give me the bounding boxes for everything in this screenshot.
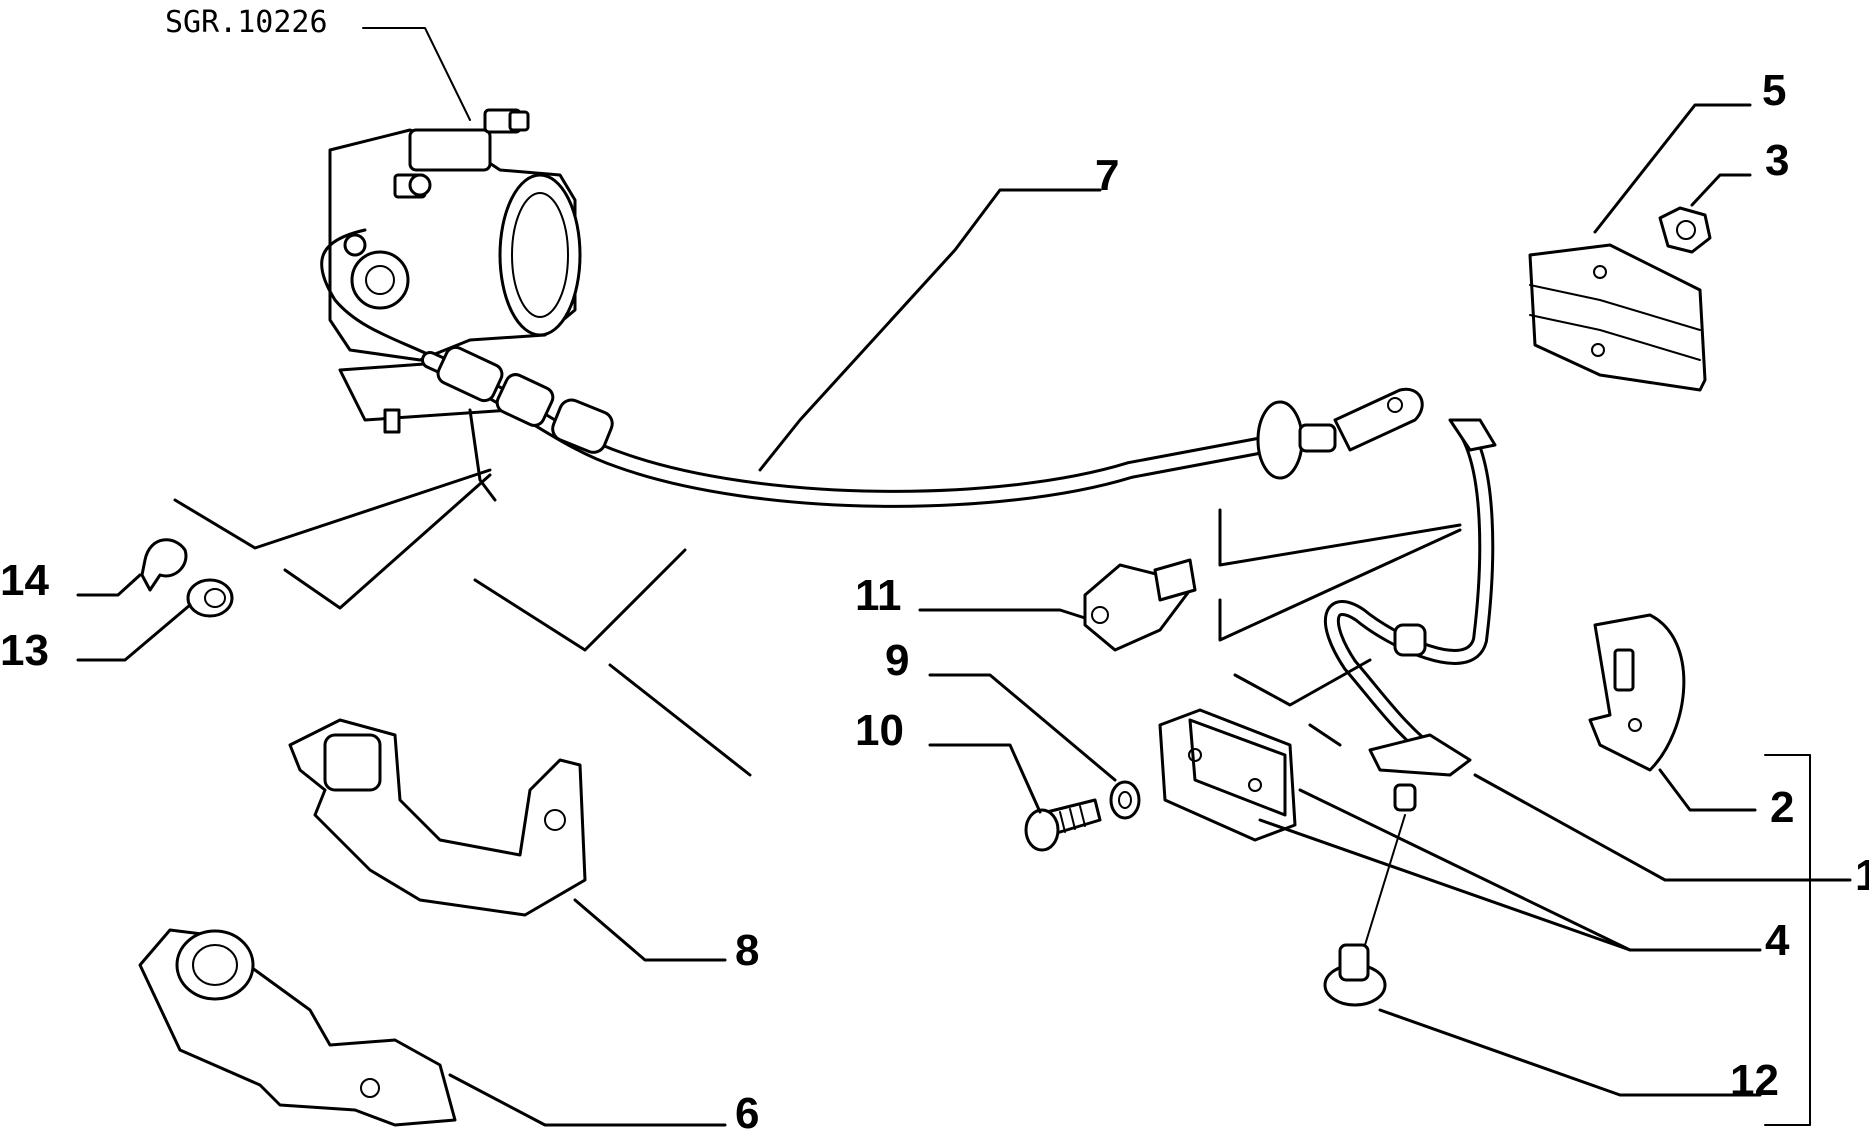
callout-5: 5	[1762, 66, 1786, 115]
callout-9: 9	[885, 636, 909, 685]
bushing-13	[186, 578, 234, 618]
callout-4: 4	[1765, 916, 1790, 965]
leader-4b	[1298, 788, 1632, 952]
callout-3: 3	[1765, 136, 1789, 185]
bolt-10	[1024, 798, 1102, 852]
callout-1: 1	[1855, 851, 1869, 900]
clip-12-axis	[1364, 814, 1406, 946]
leader-6	[448, 1073, 727, 1127]
leader-4a	[1258, 818, 1762, 952]
throttle-body	[320, 108, 582, 502]
washer-9	[1109, 780, 1141, 820]
assembly-indicators	[173, 468, 1462, 777]
nut-3	[1658, 206, 1712, 254]
callout-2: 2	[1770, 783, 1794, 832]
reference-code: SGR.10226	[165, 5, 328, 40]
callout-10: 10	[855, 706, 904, 755]
callout-6: 6	[735, 1089, 759, 1134]
bracket-6	[138, 928, 457, 1127]
callout-11: 11	[855, 571, 902, 620]
throttle-cable	[421, 345, 1424, 508]
leader-3	[1690, 173, 1752, 207]
leader-9	[928, 673, 1117, 782]
callout-12: 12	[1730, 1056, 1779, 1105]
clip-2	[1588, 613, 1686, 772]
plate-5	[1528, 243, 1707, 392]
bracket-8	[288, 718, 587, 917]
callout-7: 7	[1095, 151, 1119, 200]
clip-12	[1323, 783, 1417, 1007]
callout-8: 8	[735, 926, 759, 975]
leader-8	[573, 898, 727, 962]
clip-14	[140, 538, 188, 592]
leader-7	[758, 188, 1102, 472]
pad-4	[1158, 708, 1297, 842]
group-bracket	[1764, 754, 1811, 1126]
leader-5	[1593, 103, 1752, 234]
leader-12	[1378, 1008, 1762, 1097]
leader-1	[1473, 773, 1852, 882]
reference-leader	[362, 27, 471, 121]
connector-11	[1083, 558, 1197, 652]
callout-13: 13	[0, 626, 49, 675]
callout-14: 14	[0, 556, 49, 605]
leader-2	[1658, 768, 1757, 812]
leader-11	[918, 608, 1087, 620]
leader-14	[76, 573, 142, 597]
leader-10	[928, 743, 1042, 814]
accelerator-rod-1	[1324, 418, 1497, 777]
leader-13	[76, 603, 192, 662]
